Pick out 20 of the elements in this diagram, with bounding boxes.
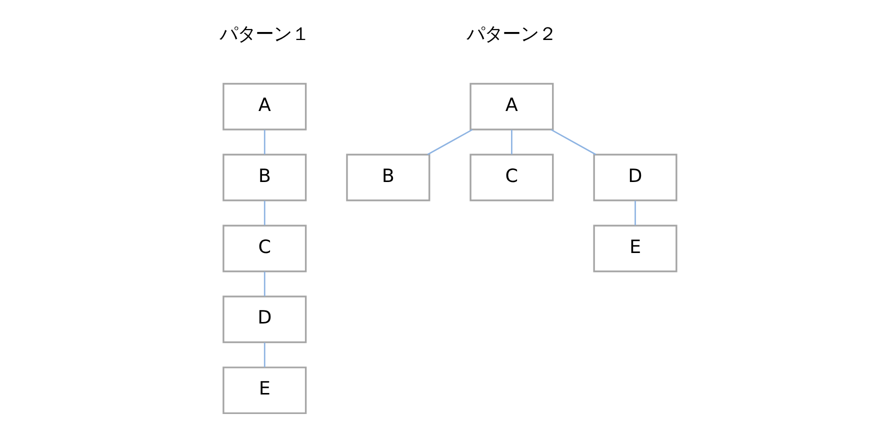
- node-box: E: [593, 224, 678, 272]
- connector: [264, 130, 266, 154]
- connector: [264, 200, 266, 226]
- node-box: A: [470, 82, 554, 130]
- label: パターン２: [466, 24, 557, 46]
- node-box: D: [222, 296, 307, 344]
- connector: [264, 272, 266, 296]
- node-box: C: [222, 224, 307, 272]
- connector: [634, 200, 636, 226]
- label: パターン１: [220, 24, 310, 46]
- node-box: A: [222, 82, 307, 130]
- node-box: C: [470, 154, 554, 202]
- connector: [264, 342, 266, 368]
- connector: [511, 130, 512, 154]
- node-box: E: [222, 366, 307, 414]
- node-box: B: [222, 154, 307, 202]
- node-box: B: [346, 154, 430, 202]
- node-box: D: [593, 154, 678, 202]
- connector: [550, 129, 596, 156]
- connector: [427, 129, 473, 156]
